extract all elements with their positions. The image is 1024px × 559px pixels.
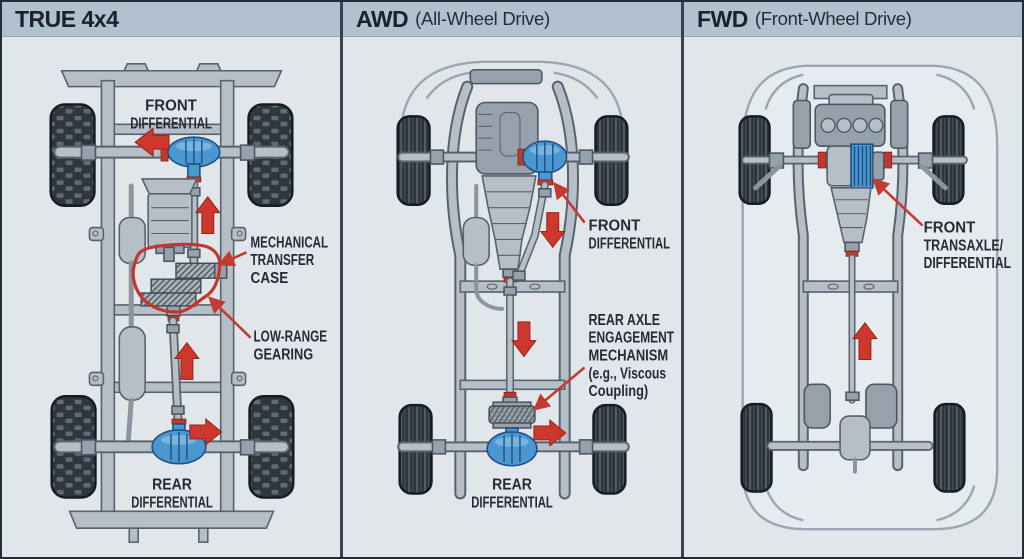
panel-true-4x4-title: TRUE 4x4 [15, 5, 119, 32]
front-output-shaft [512, 180, 552, 283]
flow-arrow-mid-down [511, 321, 537, 358]
front-bumper [60, 69, 283, 88]
annotation-line-front-differential [553, 181, 586, 224]
transmission [481, 175, 537, 283]
rear-suspension [766, 383, 934, 474]
label-engagement-line3: MECHANISM [589, 348, 669, 365]
resonator [118, 325, 146, 401]
label-engagement-line1: REAR AXLE [589, 312, 661, 329]
label-front-transaxle-line1: FRONT [924, 220, 976, 237]
panel-fwd-subtitle: (Front-Wheel Drive) [754, 8, 912, 29]
rear-driveshaft [166, 316, 185, 424]
label-transfer-case-line1: MECHANICAL [251, 234, 329, 251]
fwd-diagram: FRONT TRANSAXLE/ DIFFERENTIAL [738, 64, 1011, 531]
labels: FRONT TRANSAXLE/ DIFFERENTIAL [924, 220, 1011, 273]
flow-arrow-up [852, 321, 878, 361]
panel-awd: AWD (All-Wheel Drive) [340, 2, 681, 557]
car-body-front-outline [399, 60, 625, 145]
label-front-differential-line1: FRONT [145, 97, 197, 114]
label-engagement-line2: ENGAGEMENT [589, 330, 675, 347]
label-front-differential-line2: DIFFERENTIAL [130, 115, 212, 132]
label-front-transaxle-line2: TRANSAXLE/ [924, 237, 1004, 254]
label-front-transaxle-line3: DIFFERENTIAL [924, 255, 1011, 272]
label-transfer-case-line3: CASE [251, 270, 289, 287]
rear-bumper [68, 510, 275, 530]
label-rear-differential-line2: DIFFERENTIAL [131, 494, 213, 511]
label-front-differential-line2: DIFFERENTIAL [589, 235, 671, 252]
cowl-panel [469, 68, 543, 85]
rear-muffler [839, 415, 871, 461]
transfer-gear-2 [150, 278, 202, 294]
front-transaxle-differential [817, 143, 893, 189]
coupling-drum [488, 405, 536, 424]
label-low-range-line1: LOW-RANGE [254, 329, 328, 346]
transmission [830, 187, 872, 257]
awd-diagram: FRONT DIFFERENTIAL REAR AXLE ENGAGEMENT … [396, 60, 675, 512]
muffler [462, 216, 490, 267]
labels: FRONT DIFFERENTIAL MECHANICAL TRANSFER C… [130, 97, 328, 511]
flow-arrow-rear-right [189, 418, 223, 446]
viscous-coupling [488, 391, 536, 429]
engine-transmission [140, 178, 199, 255]
flow-arrow-front-left [134, 127, 170, 158]
driveshaft [503, 277, 517, 411]
label-rear-differential-line2: DIFFERENTIAL [471, 494, 553, 511]
panel-awd-subtitle: (All-Wheel Drive) [415, 8, 550, 29]
label-front-differential-line1: FRONT [589, 218, 641, 235]
annotation-line-transfer-case [217, 250, 248, 267]
exhaust-system [462, 183, 505, 311]
label-transfer-case-line2: TRANSFER [251, 252, 315, 269]
label-rear-differential-line1: REAR [492, 477, 532, 494]
front-driveshaft [187, 178, 201, 266]
frame-rails [446, 80, 579, 500]
flow-arrow-rear-right [533, 419, 567, 447]
flow-arrow-front-down [539, 212, 566, 249]
transfer-gear-1 [175, 262, 217, 279]
truck-frame [60, 63, 283, 543]
transfer-case-highlight-outline [131, 242, 222, 314]
label-engagement-line4: (e.g., Viscous [589, 365, 667, 382]
label-rear-differential-line1: REAR [152, 477, 192, 494]
panel-awd-title: AWD [356, 5, 409, 32]
panel-fwd-header: FWD (Front-Wheel Drive) [684, 2, 1022, 37]
annotation-line-engagement [532, 366, 586, 411]
annotation-line-low-range [207, 296, 252, 339]
rear-differential [486, 427, 538, 467]
panel-fwd-title: FWD [697, 5, 748, 32]
panel-true-4x4: TRUE 4x4 [2, 2, 340, 557]
front-suspension [741, 99, 968, 191]
labels: FRONT DIFFERENTIAL REAR AXLE ENGAGEMENT … [471, 218, 674, 512]
front-differential [160, 136, 221, 183]
panel-true-4x4-header: TRUE 4x4 [2, 2, 340, 37]
label-engagement-line5: Coupling) [589, 383, 649, 400]
flow-arrow-front-shaft-up [194, 195, 221, 234]
label-low-range-line2: GEARING [254, 347, 314, 364]
muffler [118, 216, 146, 265]
flow-arrow-rear-shaft-up [173, 341, 200, 380]
true-4x4-diagram: FRONT DIFFERENTIAL MECHANICAL TRANSFER C… [49, 63, 328, 543]
annotation-line-front-transaxle [872, 178, 924, 227]
center-shaft [845, 253, 860, 404]
panel-fwd: FWD (Front-Wheel Drive) [681, 2, 1022, 557]
panel-awd-header: AWD (All-Wheel Drive) [343, 2, 681, 37]
tire-rear-right [933, 402, 966, 493]
